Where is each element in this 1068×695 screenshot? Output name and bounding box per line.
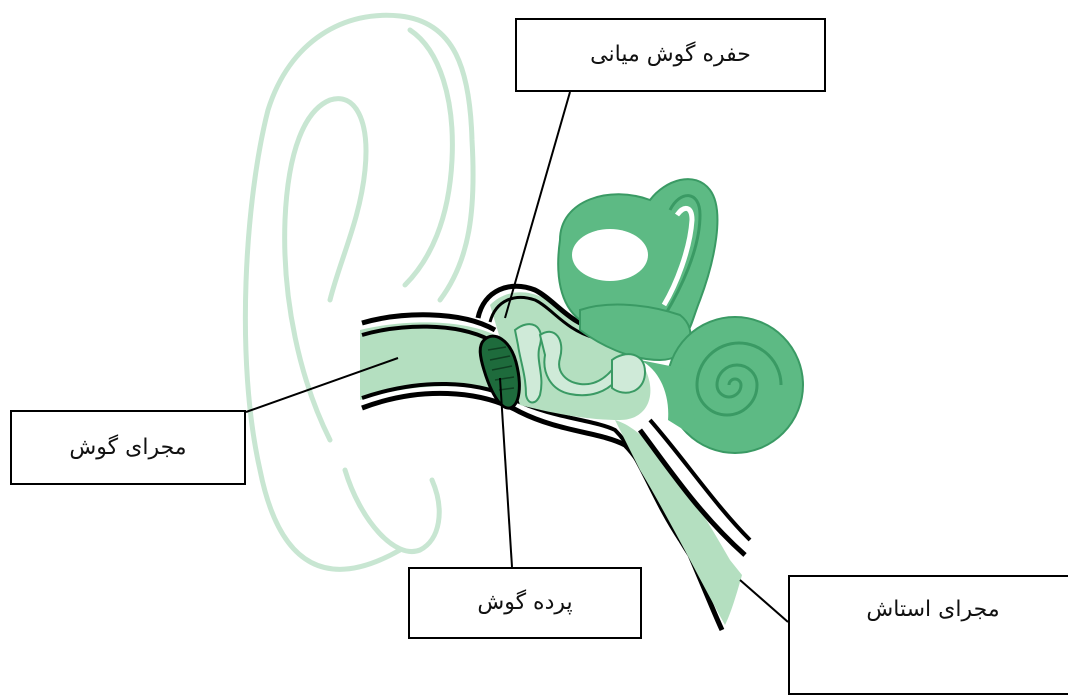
label-ear-canal: مجرای گوش bbox=[10, 410, 246, 485]
label-ear-canal-text: مجرای گوش bbox=[69, 437, 186, 459]
label-eustachian-tube-text: مجرای استاش bbox=[866, 599, 999, 621]
pinna-outer-rim bbox=[245, 15, 473, 569]
outer-ear bbox=[245, 15, 473, 569]
stapes bbox=[612, 354, 645, 393]
pinna-lobe bbox=[345, 470, 439, 552]
pinna-antihelix bbox=[405, 30, 452, 285]
label-middle-ear-cavity: حفره گوش میانی bbox=[515, 18, 826, 92]
semicircular-canal-hole bbox=[572, 229, 648, 281]
label-eustachian-tube: مجرای استاش bbox=[788, 575, 1068, 695]
label-middle-ear-cavity-text: حفره گوش میانی bbox=[590, 44, 751, 66]
label-eardrum-text: پرده گوش bbox=[477, 592, 572, 614]
label-eardrum: پرده گوش bbox=[408, 567, 642, 639]
pinna-inner-fold bbox=[285, 99, 366, 440]
leader-eustachian bbox=[740, 580, 788, 622]
